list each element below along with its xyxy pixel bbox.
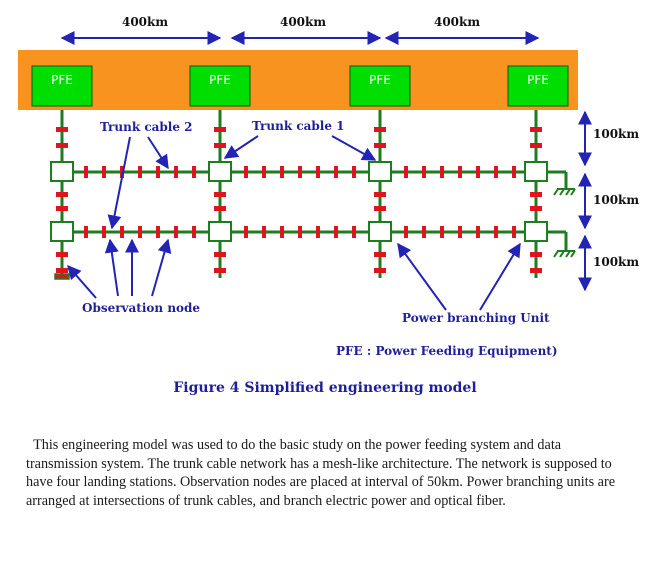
pfe-label-1: PFE xyxy=(51,73,73,87)
trunk-cables xyxy=(60,110,568,278)
repeaters xyxy=(54,127,542,280)
landing-station-band xyxy=(18,50,578,110)
label-observation-node: Observation node xyxy=(82,301,200,315)
pfe-box-1: PFE xyxy=(31,65,93,107)
distance-right-3: 100km xyxy=(593,255,639,269)
distance-right-2: 100km xyxy=(593,193,639,207)
figure-caption: Figure 4 Simplified engineering model xyxy=(173,380,476,396)
label-trunk-cable-1: Trunk cable 1 xyxy=(252,119,345,133)
pfe-box-4: PFE xyxy=(507,65,569,107)
label-pfe-definition: PFE : Power Feeding Equipment) xyxy=(336,344,558,358)
pfe-box-3: PFE xyxy=(349,65,411,107)
ground-symbol-2 xyxy=(553,250,576,258)
distance-label-3: 400km xyxy=(434,15,480,29)
description-paragraph: This engineering model was used to do th… xyxy=(26,436,626,510)
pfe-label-2: PFE xyxy=(209,73,231,87)
distance-label-2: 400km xyxy=(280,15,326,29)
label-power-branching-unit: Power branching Unit xyxy=(402,311,550,325)
power-branching-units xyxy=(50,161,548,242)
ground-symbol-1 xyxy=(553,188,576,196)
annotation-arrows xyxy=(67,135,521,311)
pfe-label-4: PFE xyxy=(527,73,549,87)
label-trunk-cable-2: Trunk cable 2 xyxy=(100,120,193,134)
distance-label-1: 400km xyxy=(122,15,168,29)
distance-right-1: 100km xyxy=(593,127,639,141)
pfe-box-2: PFE xyxy=(189,65,251,107)
pfe-label-3: PFE xyxy=(369,73,391,87)
description-text: This engineering model was used to do th… xyxy=(26,437,616,509)
